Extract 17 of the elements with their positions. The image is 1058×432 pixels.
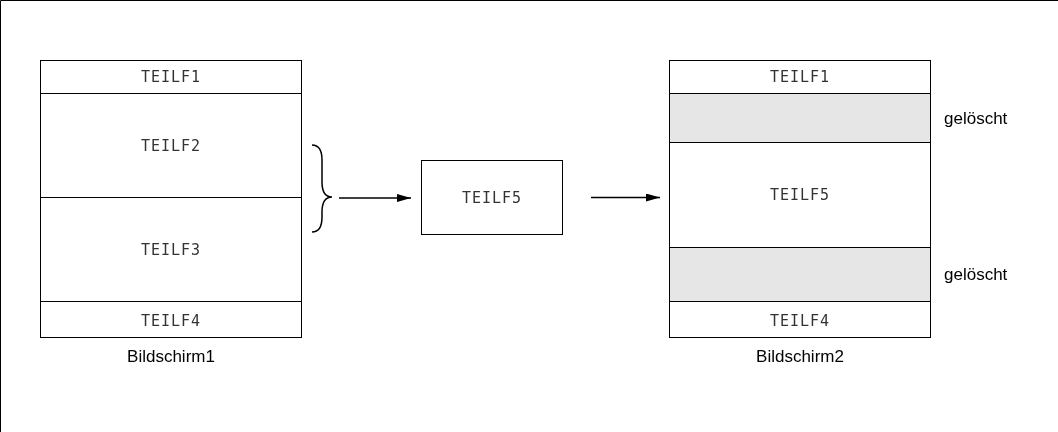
screen-caption: Bildschirm1 <box>126 347 216 367</box>
cleared-band <box>670 94 930 143</box>
cleared-band <box>670 248 930 302</box>
field-band <box>421 160 563 235</box>
status-note: gelöscht <box>944 265 1008 285</box>
arrow <box>338 194 412 202</box>
field-name: TEILF3 <box>140 240 202 259</box>
status-note: gelöscht <box>944 108 1008 129</box>
field-name: TEILF1 <box>140 68 202 86</box>
screen-caption: Bildschirm2 <box>755 347 845 367</box>
field-name: TEILF5 <box>769 186 831 204</box>
field-name: TEILF4 <box>140 311 202 330</box>
field-name: TEILF5 <box>461 188 523 207</box>
field-name: TEILF1 <box>769 68 831 86</box>
field-name: TEILF2 <box>140 136 202 155</box>
field-name: TEILF4 <box>769 311 831 330</box>
arrow <box>590 193 661 202</box>
